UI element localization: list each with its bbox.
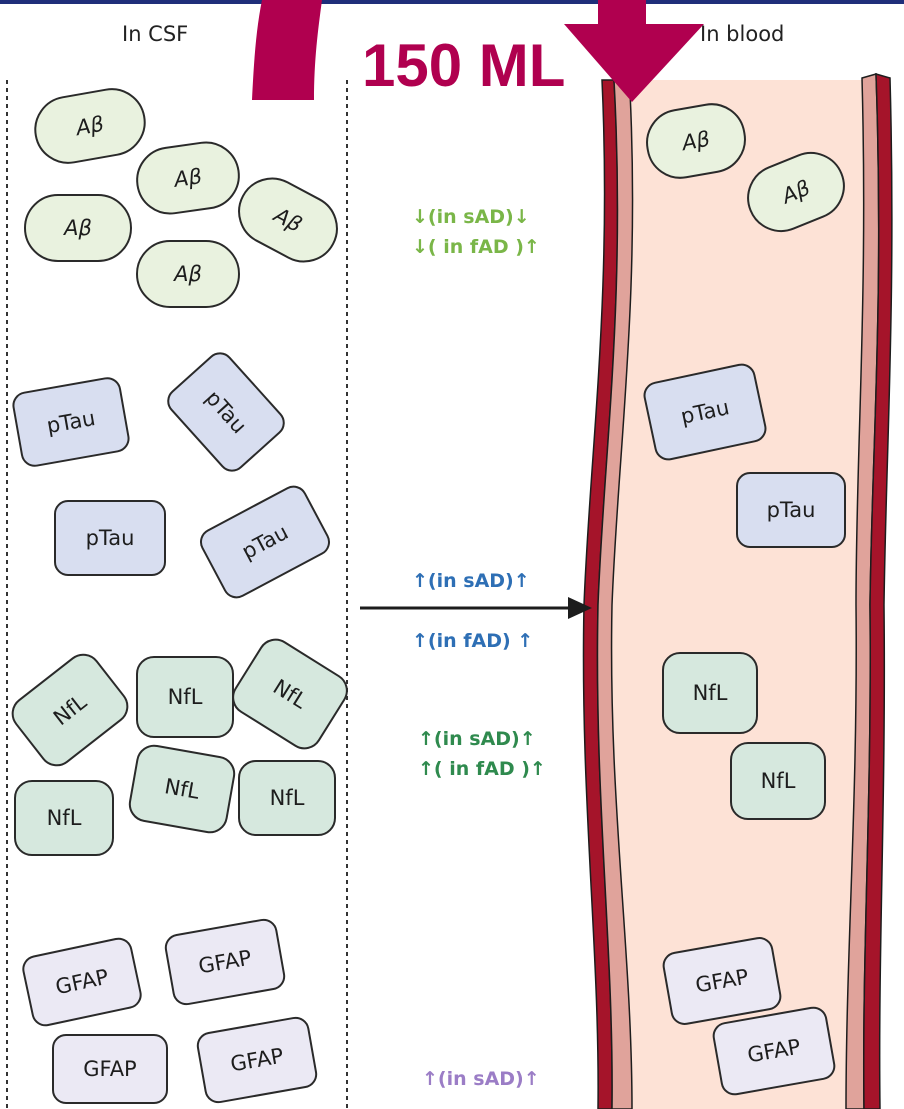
csf-abeta-marker: Aβ <box>24 194 132 262</box>
csf-nfl-marker: NfL <box>238 760 336 836</box>
marker-label: GFAP <box>228 1043 286 1077</box>
nfl-indicator-sad: ↑(in sAD)↑ <box>418 728 536 750</box>
volume-label: 150 ML <box>362 32 566 99</box>
marker-label: Aβ <box>172 164 204 192</box>
blood-ptau-marker: pTau <box>736 472 846 548</box>
csf-abeta-marker: Aβ <box>136 240 240 308</box>
csf-nfl-marker: NfL <box>14 780 114 856</box>
csf-gfap-marker: GFAP <box>52 1034 168 1104</box>
overlay-arrow-stem-left <box>252 0 322 100</box>
nfl-indicator-fad: ↑( in fAD )↑ <box>418 758 546 780</box>
marker-label: Aβ <box>680 126 712 156</box>
marker-label: NfL <box>46 806 82 830</box>
blood-nfl-marker: NfL <box>662 652 758 734</box>
vessel-wall-right-outer <box>862 72 893 1109</box>
marker-label: GFAP <box>693 964 751 998</box>
marker-label: pTau <box>678 395 732 429</box>
overlay-arrow-stem-right <box>598 0 646 26</box>
vessel-lumen <box>599 80 880 1109</box>
marker-label: GFAP <box>53 964 111 1000</box>
marker-label: NfL <box>269 786 305 810</box>
ptau-indicator-fad: ↑(in fAD) ↑ <box>412 630 534 652</box>
marker-label: Aβ <box>778 175 814 209</box>
marker-label: NfL <box>167 685 203 709</box>
marker-label: pTau <box>200 385 252 439</box>
gfap-indicator-sad: ↑(in sAD)↑ <box>422 1068 540 1090</box>
abeta-indicator-sad: ↓(in sAD)↓ <box>412 206 530 228</box>
header-blood: In blood <box>700 22 785 46</box>
marker-label: pTau <box>44 405 98 439</box>
marker-label: Aβ <box>74 111 106 141</box>
marker-label: NfL <box>692 681 728 705</box>
marker-label: NfL <box>268 674 312 714</box>
marker-label: NfL <box>48 689 92 731</box>
header-csf: In CSF <box>122 22 189 46</box>
marker-label: Aβ <box>64 216 92 240</box>
marker-label: GFAP <box>83 1057 137 1081</box>
csf-nfl-marker: NfL <box>136 656 234 738</box>
marker-label: Aβ <box>270 202 306 238</box>
csf-ptau-marker: pTau <box>54 500 166 576</box>
ptau-indicator-sad: ↑(in sAD)↑ <box>412 570 530 592</box>
vessel-wall-left-inner <box>596 78 634 1109</box>
marker-label: pTau <box>237 519 293 565</box>
marker-label: GFAP <box>745 1034 803 1068</box>
marker-label: Aβ <box>174 262 202 286</box>
marker-label: NfL <box>760 769 796 793</box>
overlay-arrow-head <box>564 24 704 102</box>
blood-nfl-marker: NfL <box>730 742 826 820</box>
top-border <box>0 0 904 4</box>
abeta-indicator-fad: ↓( in fAD )↑ <box>412 236 540 258</box>
transfer-arrow-head <box>568 597 592 619</box>
marker-label: GFAP <box>196 945 254 979</box>
marker-label: pTau <box>85 526 135 550</box>
marker-label: NfL <box>162 774 202 804</box>
marker-label: pTau <box>766 498 816 522</box>
